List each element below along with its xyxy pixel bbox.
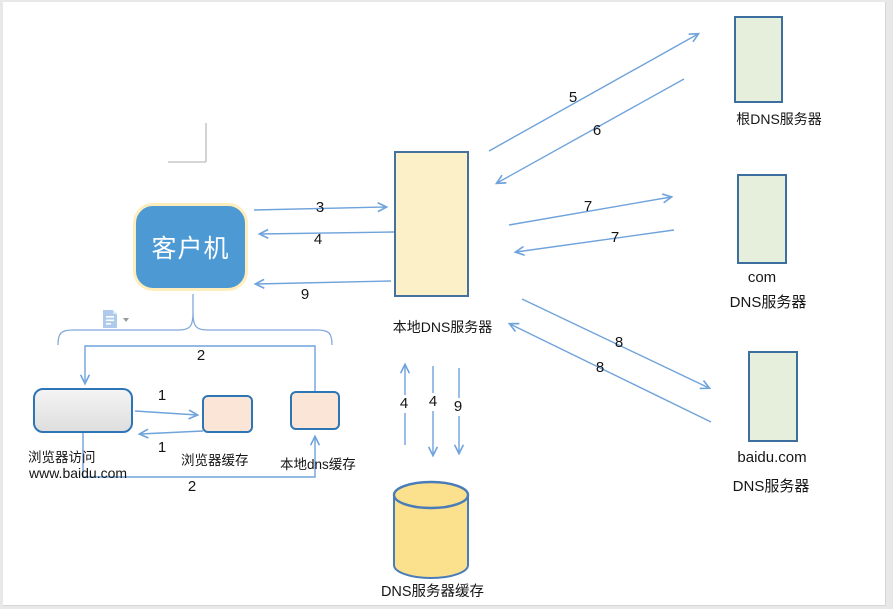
step-label-1a: 1 (157, 387, 167, 404)
baidu-dns-server-label-line1: baidu.com (737, 449, 807, 466)
browser-access-label: 浏览器访问 (28, 450, 96, 465)
paste-options-icon (103, 310, 117, 328)
page-margin-corner-mark (168, 123, 207, 163)
dns-server-cache-label: DNS服务器缓存 (380, 584, 485, 600)
step-label-2-bottom: 2 (187, 478, 197, 495)
local-dns-cache-label: 本地dns缓存 (280, 457, 356, 472)
baidu-dns-server-label-line2: DNS服务器 (732, 478, 810, 495)
step-label-4-up: 4 (396, 395, 412, 413)
arrow-4-localdns-to-client (257, 228, 395, 240)
step-label-8b: 8 (595, 359, 605, 376)
step-label-2-top: 2 (196, 347, 206, 364)
client-label: 客户机 (151, 235, 230, 263)
baidu-dns-server-node[interactable] (748, 351, 798, 442)
step-label-1b: 1 (157, 439, 167, 456)
step-label-3: 3 (315, 199, 325, 216)
browser-cache-label: 浏览器缓存 (181, 453, 249, 468)
paste-options-button[interactable] (98, 309, 132, 331)
dropdown-arrow-icon (123, 318, 129, 322)
step-label-6: 6 (592, 122, 602, 139)
arrow-1-from-browser-cache (137, 428, 204, 439)
dns-server-cache-cylinder[interactable] (391, 479, 471, 583)
root-dns-server-node[interactable] (734, 16, 783, 103)
step-label-7a: 7 (583, 198, 593, 215)
local-dns-cache-node[interactable] (290, 391, 340, 430)
browser-access-url-label: www.baidu.com (29, 465, 128, 481)
arrow-1-to-browser-cache (134, 409, 200, 420)
browser-cache-node[interactable] (202, 395, 253, 433)
com-dns-server-label-line1: com (747, 269, 777, 286)
step-label-5: 5 (568, 89, 578, 106)
step-label-4: 4 (313, 231, 323, 248)
client-node[interactable]: 客户机 (133, 203, 248, 291)
arrow-7-from-com (513, 229, 675, 257)
arrow-9-localdns-to-client (253, 278, 392, 289)
step-label-8a: 8 (614, 334, 624, 351)
step-label-7b: 7 (610, 229, 620, 246)
com-dns-server-node[interactable] (737, 174, 787, 264)
root-dns-server-label: 根DNS服务器 (736, 111, 822, 127)
step-label-4-down: 4 (425, 393, 441, 411)
local-dns-server-node[interactable] (394, 151, 469, 297)
browser-access-node[interactable] (33, 388, 133, 433)
step-label-9: 9 (300, 286, 310, 303)
com-dns-server-label-line2: DNS服务器 (729, 294, 807, 311)
step-label-9-down: 9 (450, 398, 466, 416)
local-dns-server-label: 本地DNS服务器 (392, 319, 493, 335)
